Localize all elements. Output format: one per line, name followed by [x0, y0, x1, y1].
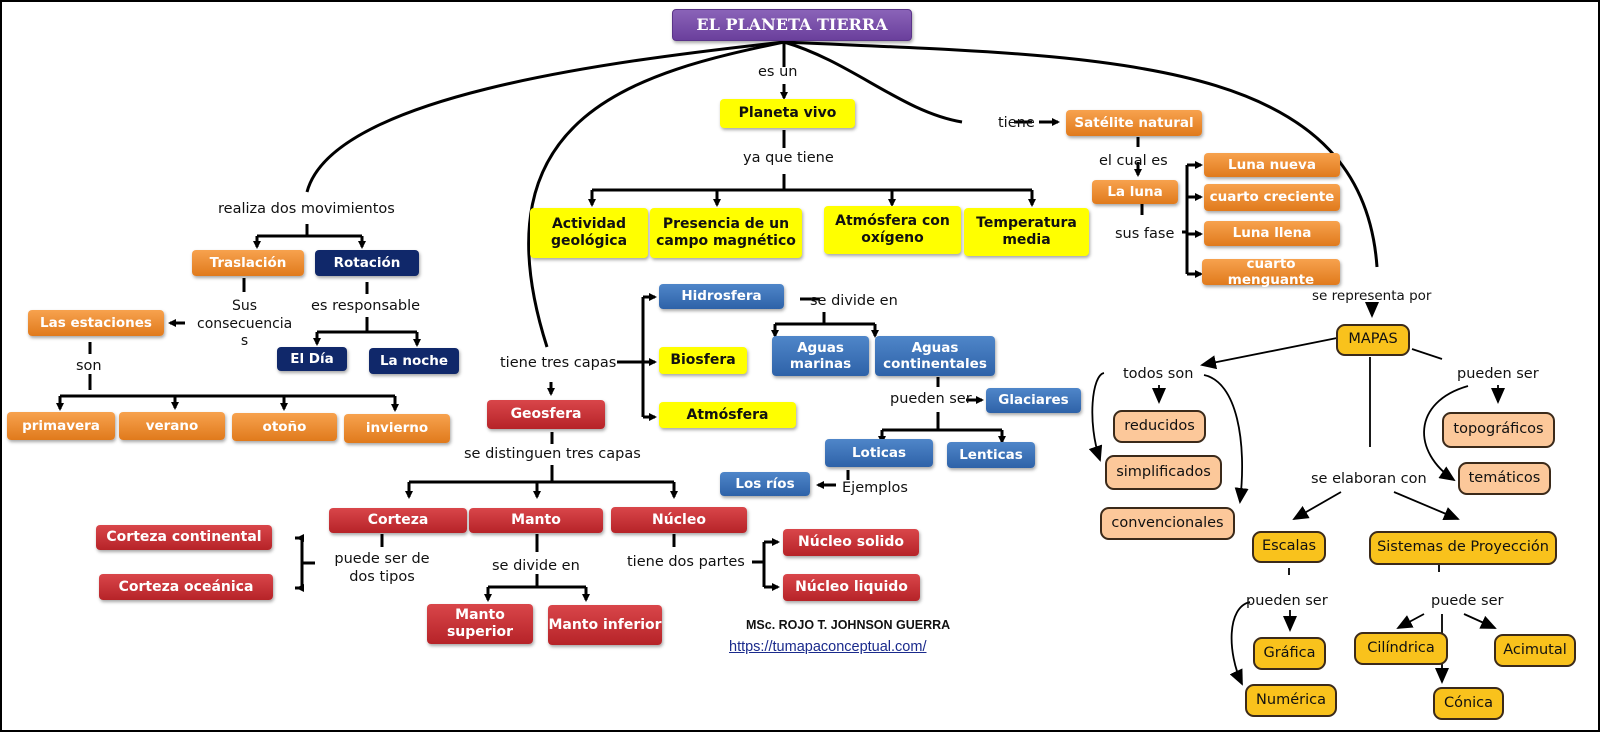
link-el-cual-es: el cual es: [1099, 153, 1168, 169]
author-credit: MSc. ROJO T. JOHNSON GUERRA: [746, 618, 951, 632]
node-acimutal: Acimutal: [1494, 634, 1576, 667]
link-se-elaboran-con: se elaboran con: [1311, 471, 1427, 487]
node-lenticas: Lenticas: [947, 442, 1035, 468]
node-nucleo-solido: Núcleo solido: [783, 529, 919, 556]
node-atmosfera: Atmósfera: [659, 402, 796, 428]
node-sistemas-proyeccion: Sistemas de Proyección: [1369, 531, 1557, 565]
node-convencionales: convencionales: [1100, 507, 1235, 540]
node-campo-magnetico: Presencia de un campo magnético: [650, 208, 802, 258]
node-cilindrica: Cilíndrica: [1354, 632, 1448, 665]
node-numerica: Numérica: [1245, 684, 1337, 717]
node-corteza-oceanica: Corteza oceánica: [99, 574, 273, 600]
node-rotacion: Rotación: [315, 250, 419, 276]
node-glaciares: Glaciares: [986, 388, 1081, 413]
node-atmosfera-oxigeno: Atmósfera con oxígeno: [824, 206, 961, 254]
node-el-dia: El Día: [277, 347, 347, 371]
link-escalas-pueden-ser: pueden ser: [1246, 593, 1328, 609]
node-hidrosfera: Hidrosfera: [659, 284, 784, 309]
link-pueden-ser-mapas: pueden ser: [1457, 366, 1539, 382]
node-tematicos: temáticos: [1458, 462, 1551, 495]
node-cuarto-menguante: cuarto menguante: [1202, 256, 1340, 288]
node-loticas: Loticas: [825, 439, 933, 467]
node-aguas-continentales: Aguas continentales: [875, 336, 995, 376]
node-planeta-vivo: Planeta vivo: [720, 99, 855, 128]
link-pueden-ser-aguas: pueden ser: [890, 391, 972, 407]
node-traslacion: Traslación: [192, 250, 304, 276]
node-manto-inferior: Manto inferior: [548, 605, 662, 645]
node-manto-superior: Manto superior: [427, 604, 533, 644]
node-nucleo-liquido: Núcleo liquido: [783, 574, 920, 601]
node-nucleo: Núcleo: [611, 507, 747, 533]
link-proyeccion-puede-ser: puede ser: [1431, 593, 1504, 609]
node-luna-llena: Luna llena: [1204, 221, 1340, 246]
link-realiza-movimientos: realiza dos movimientos: [218, 201, 395, 217]
node-los-rios: Los ríos: [720, 472, 810, 496]
node-otono: otoño: [232, 413, 337, 441]
node-la-luna: La luna: [1092, 180, 1178, 204]
node-estaciones: Las estaciones: [28, 310, 164, 336]
node-primavera: primavera: [7, 412, 115, 440]
link-se-representa-por: se representa por: [1312, 288, 1432, 304]
node-luna-nueva: Luna nueva: [1204, 153, 1340, 177]
link-consecuencias-text: Sus consecuencia s: [197, 298, 293, 349]
node-aguas-marinas: Aguas marinas: [772, 336, 869, 376]
node-reducidos: reducidos: [1113, 410, 1206, 443]
link-es-responsable: es responsable: [311, 298, 421, 314]
link-sus-fase: sus fase: [1115, 226, 1175, 242]
node-conica: Cónica: [1433, 687, 1504, 720]
node-manto: Manto: [469, 508, 603, 533]
node-satelite-natural: Satélite natural: [1066, 110, 1202, 136]
node-geosfera: Geosfera: [487, 400, 605, 429]
link-ya-que-tiene: ya que tiene: [743, 150, 834, 166]
link-puede-ser-de-dos-tipos: puede ser de dos tipos: [332, 550, 432, 586]
node-cuarto-creciente: cuarto creciente: [1204, 184, 1340, 211]
link-tiene-tres-capas: tiene tres capas: [500, 355, 617, 371]
node-mapas: MAPAS: [1336, 324, 1410, 356]
link-se-distinguen: se distinguen tres capas: [464, 446, 641, 462]
title-node: EL PLANETA TIERRA: [672, 9, 912, 41]
website-link[interactable]: https://tumapaconceptual.com/: [729, 639, 927, 655]
link-consecuencias: Sus consecuencia s: [197, 298, 292, 351]
link-manto-se-divide-en: se divide en: [492, 558, 580, 574]
node-grafica: Gráfica: [1253, 637, 1326, 670]
node-verano: verano: [119, 412, 225, 440]
link-todos-son: todos son: [1123, 366, 1194, 382]
link-tiene: tiene: [998, 115, 1035, 131]
node-invierno: invierno: [344, 414, 450, 443]
link-tiene-dos-partes: tiene dos partes: [627, 554, 745, 570]
node-corteza-continental: Corteza continental: [96, 525, 272, 550]
link-son: son: [76, 358, 102, 374]
node-la-noche: La noche: [369, 348, 459, 374]
node-escalas: Escalas: [1252, 531, 1326, 563]
node-simplificados: simplificados: [1105, 455, 1222, 490]
link-se-divide-en: se divide en: [810, 293, 898, 309]
node-topograficos: topográficos: [1442, 412, 1555, 448]
link-es-un: es un: [758, 64, 798, 80]
link-puede-ser-text: puede ser de dos tipos: [334, 551, 430, 586]
link-ejemplos: Ejemplos: [842, 480, 908, 496]
node-corteza: Corteza: [329, 508, 467, 533]
node-biosfera: Biosfera: [659, 347, 747, 374]
node-actividad-geologica: Actividad geológica: [530, 208, 648, 258]
node-temperatura-media: Temperatura media: [964, 208, 1089, 256]
